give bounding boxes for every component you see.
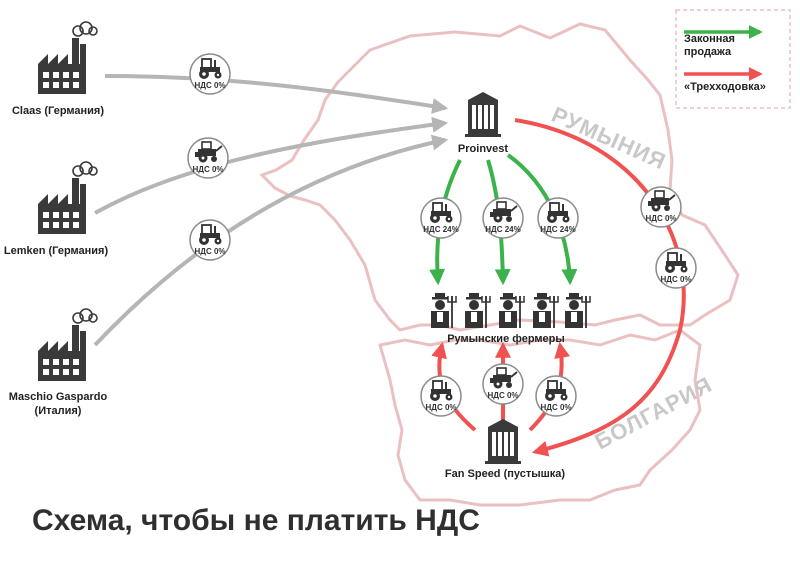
badge-circle xyxy=(535,375,577,417)
factory-label: Lemken (Германия) xyxy=(4,245,109,257)
page-title: Схема, чтобы не платить НДС xyxy=(32,504,480,537)
node-label: Румынские фермеры xyxy=(447,333,565,345)
vat-badge: НДС 0% xyxy=(187,137,229,179)
badge-vat-label: НДС 0% xyxy=(660,275,691,284)
import-arrow-lemken xyxy=(94,116,449,215)
factory-label-country: (Италия) xyxy=(35,405,82,417)
vat-badge: НДС 0% xyxy=(482,363,524,405)
import-arrow-claas xyxy=(104,74,449,114)
office-building-icon xyxy=(465,92,501,137)
import-arrow-maschio xyxy=(93,134,449,347)
badge-circle xyxy=(482,197,524,239)
factory-label: Maschio Gaspardo xyxy=(9,391,108,403)
legend-scheme-label: «Трехходовка» xyxy=(684,81,766,93)
badge-circle xyxy=(482,363,524,405)
vat-badge: НДС 0% xyxy=(535,375,577,417)
badge-circle xyxy=(189,219,231,261)
export-arrow xyxy=(514,118,686,457)
legend-legal-line1: Законная xyxy=(684,33,735,45)
badge-circle xyxy=(187,137,229,179)
node-farmers: Румынские фермеры xyxy=(430,292,591,345)
factory-maschio: Maschio Gaspardo (Италия) xyxy=(9,308,108,417)
badge-circle xyxy=(420,375,462,417)
badge-vat-label: НДС 24% xyxy=(485,225,521,234)
vat-badge: НДС 0% xyxy=(189,53,231,95)
node-label: Proinvest xyxy=(458,143,508,155)
badge-circle xyxy=(655,247,697,289)
vat-badge: НДС 0% xyxy=(420,375,462,417)
vat-badge: НДС 0% xyxy=(640,186,682,228)
office-building-icon xyxy=(485,419,521,464)
badge-circle xyxy=(537,197,579,239)
badge-vat-label: НДС 24% xyxy=(540,225,576,234)
vat-badge: НДС 24% xyxy=(482,197,524,239)
node-proinvest: Proinvest xyxy=(458,92,508,155)
badge-vat-label: НДС 0% xyxy=(425,403,456,412)
badge-vat-label: НДС 24% xyxy=(423,225,459,234)
vat-badge: НДС 0% xyxy=(189,219,231,261)
legend: Законная продажа «Трехходовка» xyxy=(675,9,791,109)
factory-lemken: Lemken (Германия) xyxy=(4,161,109,257)
badge-vat-label: НДС 0% xyxy=(194,81,225,90)
badge-vat-label: НДС 0% xyxy=(487,391,518,400)
badge-vat-label: НДС 0% xyxy=(540,403,571,412)
badge-circle xyxy=(189,53,231,95)
legend-legal-line2: продажа xyxy=(684,46,732,58)
factory-label: Claas (Германия) xyxy=(12,105,104,117)
badge-vat-label: НДС 0% xyxy=(645,214,676,223)
node-label: Fan Speed (пустышка) xyxy=(445,468,566,480)
node-fan-speed: Fan Speed (пустышка) xyxy=(445,419,566,480)
factory-icon xyxy=(37,21,98,95)
vat-badge: НДС 24% xyxy=(537,197,579,239)
factory-claas: Claas (Германия) xyxy=(12,21,104,117)
badge-circle xyxy=(640,186,682,228)
vat-badge: НДС 0% xyxy=(655,247,697,289)
badge-vat-label: НДС 0% xyxy=(194,247,225,256)
vat-badge: НДС 24% xyxy=(420,197,462,239)
factory-icon xyxy=(37,308,98,382)
vat-badges: НДС 0% НДС 0% НДС 0% НДС 24% НДС 24% НДС 24% Н… xyxy=(187,53,697,417)
factory-icon xyxy=(37,161,98,235)
badge-vat-label: НДС 0% xyxy=(192,165,223,174)
badge-circle xyxy=(420,197,462,239)
